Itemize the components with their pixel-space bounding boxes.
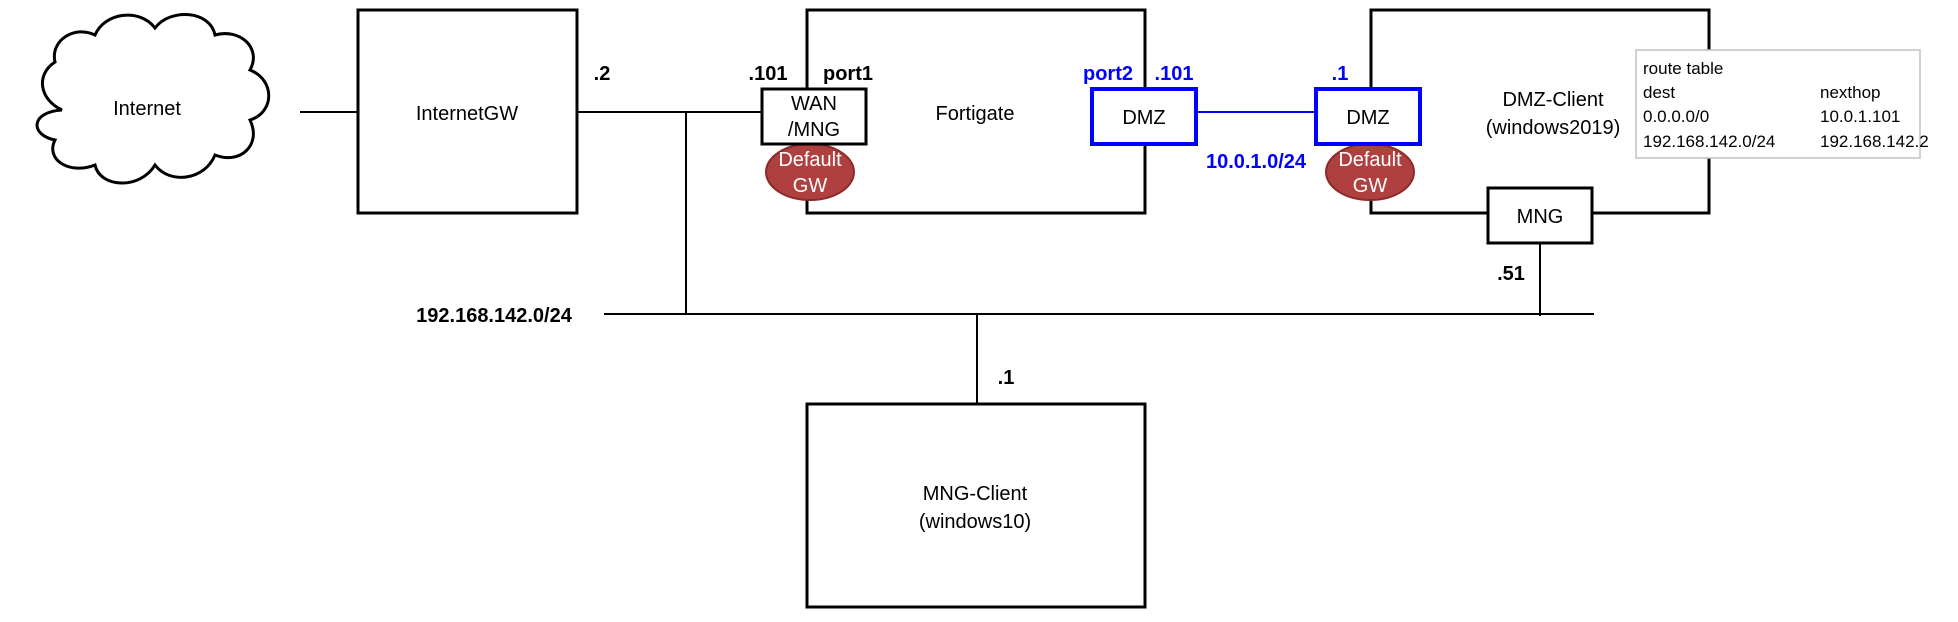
fortigate-port2-ip: .101 <box>1155 63 1194 85</box>
fortigate-port2-label: port2 <box>1083 63 1133 85</box>
default-gw-badge-fortigate: Default GW <box>765 143 855 201</box>
client-dmz-ip: .1 <box>1332 63 1349 85</box>
internet-label: Internet <box>113 98 181 120</box>
default-gw-line2: GW <box>1353 175 1388 197</box>
client-dmz-label: DMZ <box>1346 107 1389 129</box>
mng-client-ip: .1 <box>998 367 1015 389</box>
fortigate-port1-ip: .101 <box>749 63 788 85</box>
route-table-cell: 192.168.142.2 <box>1820 132 1929 151</box>
dmz-client-name: DMZ-Client <box>1502 89 1604 111</box>
dmz-subnet-label: 10.0.1.0/24 <box>1206 151 1307 173</box>
mng-client-box <box>805 402 1147 609</box>
fortigate-wan-line2: /MNG <box>788 119 840 141</box>
fortigate-label: Fortigate <box>936 103 1015 125</box>
mgmt-subnet-label: 192.168.142.0/24 <box>416 305 573 327</box>
route-table-header-nexthop: nexthop <box>1820 83 1881 102</box>
route-table-title: route table <box>1643 59 1723 78</box>
fortigate-dmz-label: DMZ <box>1122 107 1165 129</box>
internet-gw-box <box>356 8 579 215</box>
internet-gw-label: InternetGW <box>416 103 518 125</box>
mng-client-name: MNG-Client <box>923 483 1028 505</box>
default-gw-line2: GW <box>793 175 828 197</box>
client-mng-ip: .51 <box>1497 263 1525 285</box>
fortigate-wan-interface <box>760 87 868 146</box>
client-mng-interface <box>1486 186 1594 245</box>
fortigate-wan-line1: WAN <box>791 93 837 115</box>
client-mng-label: MNG <box>1517 206 1564 228</box>
route-table-header-dest: dest <box>1643 83 1675 102</box>
route-table-frame <box>1635 49 1921 159</box>
client-dmz-interface <box>1314 87 1422 146</box>
dmz-client-os: (windows2019) <box>1486 117 1621 139</box>
route-table-cell: 0.0.0.0/0 <box>1643 107 1709 126</box>
route-table-cell: 10.0.1.101 <box>1820 107 1900 126</box>
internet-cloud <box>35 13 271 185</box>
route-table-cell: 192.168.142.0/24 <box>1643 132 1775 151</box>
default-gw-line1: Default <box>1338 149 1402 171</box>
mng-client-os: (windows10) <box>919 511 1031 533</box>
fortigate-port1-label: port1 <box>823 63 873 85</box>
route-table: route table dest nexthop 0.0.0.0/0 10.0.… <box>1635 49 1929 159</box>
fortigate-dmz-interface <box>1090 87 1198 146</box>
default-gw-line1: Default <box>778 149 842 171</box>
default-gw-badge-client: Default GW <box>1325 143 1415 201</box>
gw-ip-label: .2 <box>594 63 611 85</box>
